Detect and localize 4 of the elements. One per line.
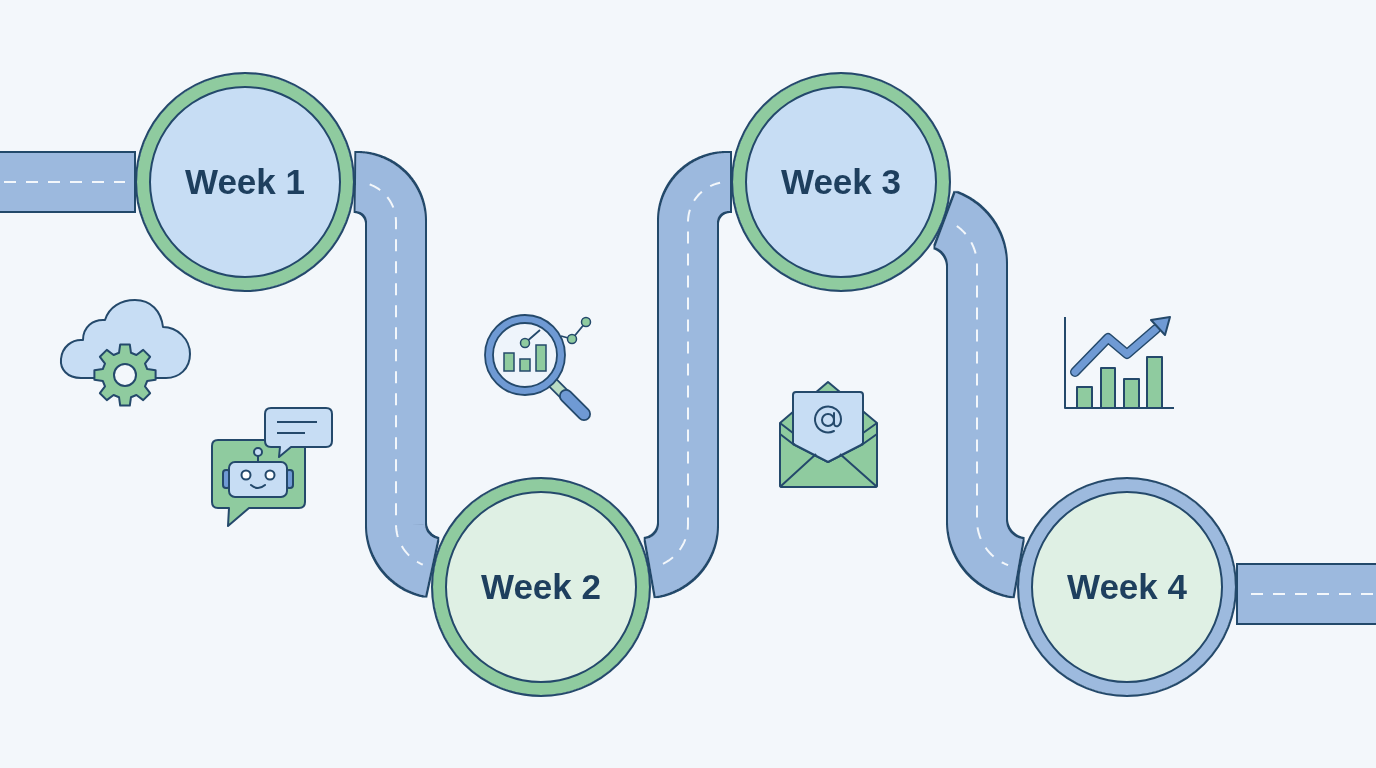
milestone-label: Week 3 (781, 162, 901, 202)
milestone-label: Week 2 (481, 567, 601, 607)
milestone-label: Week 4 (1067, 567, 1187, 607)
milestone-label: Week 1 (185, 162, 305, 202)
